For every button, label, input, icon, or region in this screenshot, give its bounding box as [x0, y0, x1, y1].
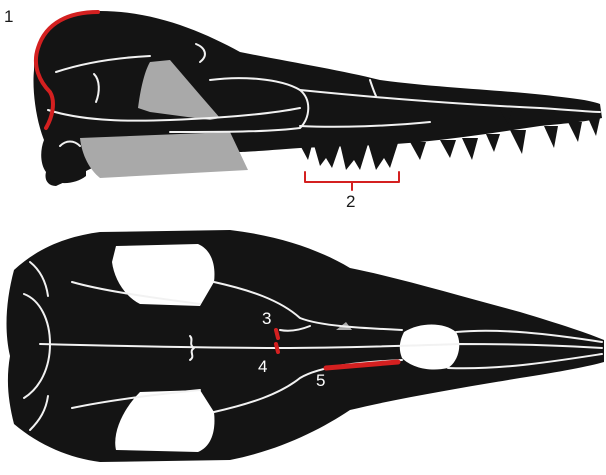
lateral-view: 1 2 — [4, 7, 602, 211]
tooth — [510, 130, 526, 154]
tooth — [486, 134, 500, 152]
highlight-3 — [276, 330, 278, 338]
dorsal-view: 3 4 5 — [7, 230, 604, 462]
tooth — [462, 138, 478, 160]
label-2: 2 — [346, 192, 355, 211]
tooth — [314, 145, 340, 168]
label-3: 3 — [262, 309, 271, 328]
tooth — [544, 126, 558, 148]
tooth — [568, 122, 582, 142]
tooth — [300, 145, 312, 160]
lateral-lower-opening — [80, 132, 248, 178]
label-5: 5 — [316, 371, 325, 390]
highlight-4 — [276, 344, 278, 352]
tooth — [410, 142, 426, 160]
lateral-condyle — [45, 146, 86, 183]
tooth — [588, 118, 600, 136]
tooth — [440, 140, 456, 158]
label-1: 1 — [4, 7, 13, 26]
dorsal-anterior-opening — [400, 325, 459, 370]
tooth — [340, 144, 368, 170]
tooth — [368, 143, 398, 170]
bracket-2 — [305, 172, 399, 190]
label-4: 4 — [258, 357, 267, 376]
